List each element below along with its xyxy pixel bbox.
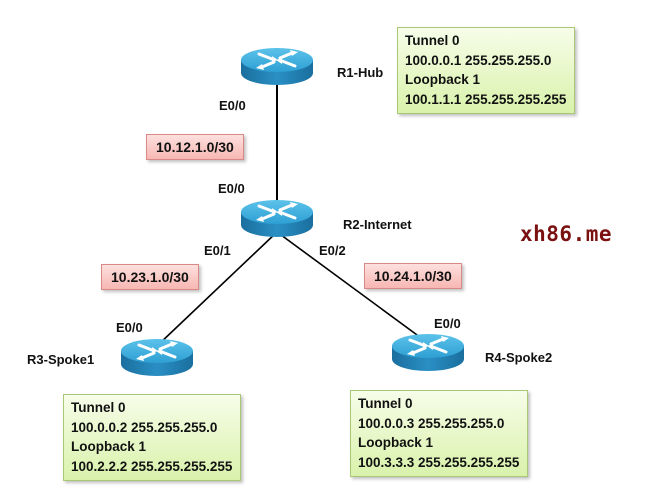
interface-label-r2-e0-0: E0/0 — [218, 181, 245, 196]
info-r1-loopback-label: Loopback 1 — [405, 72, 481, 87]
router-icon[interactable] — [390, 332, 466, 373]
watermark: xh86.me — [520, 222, 613, 246]
interface-label-r2-e0-1: E0/1 — [204, 243, 231, 258]
interface-label-r2-e0-2: E0/2 — [319, 243, 346, 258]
info-r3-loopback-address: 100.2.2.2 255.255.255.255 — [71, 458, 233, 474]
router-icon[interactable] — [239, 46, 315, 87]
info-r3-tunnel-address: 100.0.0.2 255.255.255.0 — [71, 419, 218, 435]
router-label-r1: R1-Hub — [337, 65, 384, 80]
info-r4-loopback-address: 100.3.3.3 255.255.255.255 — [358, 454, 520, 470]
info-box-r3: Tunnel 0 100.0.0.2 255.255.255.0 Loopbac… — [63, 394, 242, 481]
interface-label-r3-e0-0: E0/0 — [116, 320, 143, 335]
info-box-r1: Tunnel 0 100.0.0.1 255.255.255.0 Loopbac… — [397, 27, 576, 114]
info-r1-tunnel-label: Tunnel 0 — [405, 33, 460, 48]
router-icon[interactable] — [119, 337, 195, 378]
info-r3-tunnel-label: Tunnel 0 — [71, 400, 126, 415]
info-r4-tunnel-address: 100.0.0.3 255.255.255.0 — [358, 415, 505, 431]
info-r1-loopback-address: 100.1.1.1 255.255.255.255 — [405, 91, 567, 107]
subnet-box-r2-r4: 10.24.1.0/30 — [364, 263, 462, 289]
info-r3-loopback-label: Loopback 1 — [71, 439, 147, 454]
info-r1-tunnel-address: 100.0.0.1 255.255.255.0 — [405, 52, 552, 68]
interface-label-r1-e0-0: E0/0 — [219, 98, 246, 113]
info-r4-loopback-label: Loopback 1 — [358, 435, 434, 450]
link-r2-r4 — [276, 231, 429, 344]
router-icon[interactable] — [239, 198, 315, 239]
info-box-r4: Tunnel 0 100.0.0.3 255.255.255.0 Loopbac… — [350, 390, 529, 477]
interface-label-r4-e0-0: E0/0 — [434, 316, 461, 331]
router-label-r3: R3-Spoke1 — [27, 352, 95, 367]
info-r4-tunnel-label: Tunnel 0 — [358, 396, 413, 411]
router-label-r4: R4-Spoke2 — [485, 350, 553, 365]
subnet-box-r2-r3: 10.23.1.0/30 — [101, 264, 199, 290]
link-r2-r3 — [157, 231, 278, 346]
router-label-r2: R2-Internet — [343, 217, 412, 232]
subnet-box-r1-r2: 10.12.1.0/30 — [146, 134, 244, 160]
